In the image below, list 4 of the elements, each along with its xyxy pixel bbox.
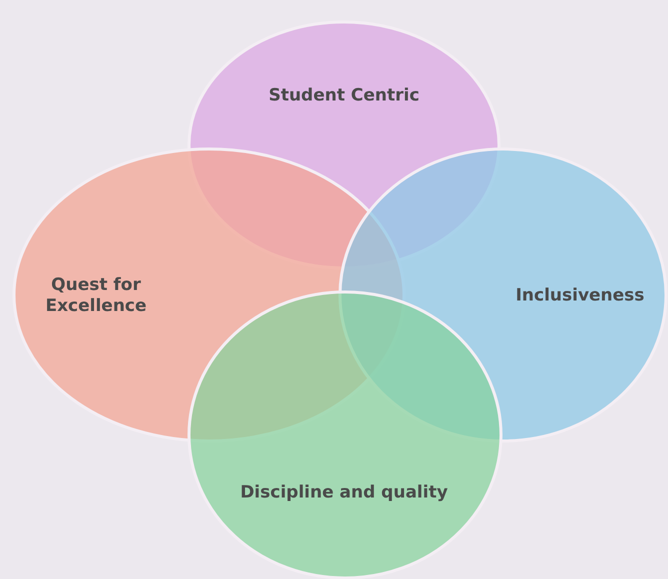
circle-label: Student Centric bbox=[268, 86, 420, 106]
circle-label: Inclusiveness bbox=[514, 286, 646, 306]
circle-label: Discipline and quality bbox=[239, 482, 449, 504]
circle-label: Quest for Excellence bbox=[44, 275, 148, 317]
